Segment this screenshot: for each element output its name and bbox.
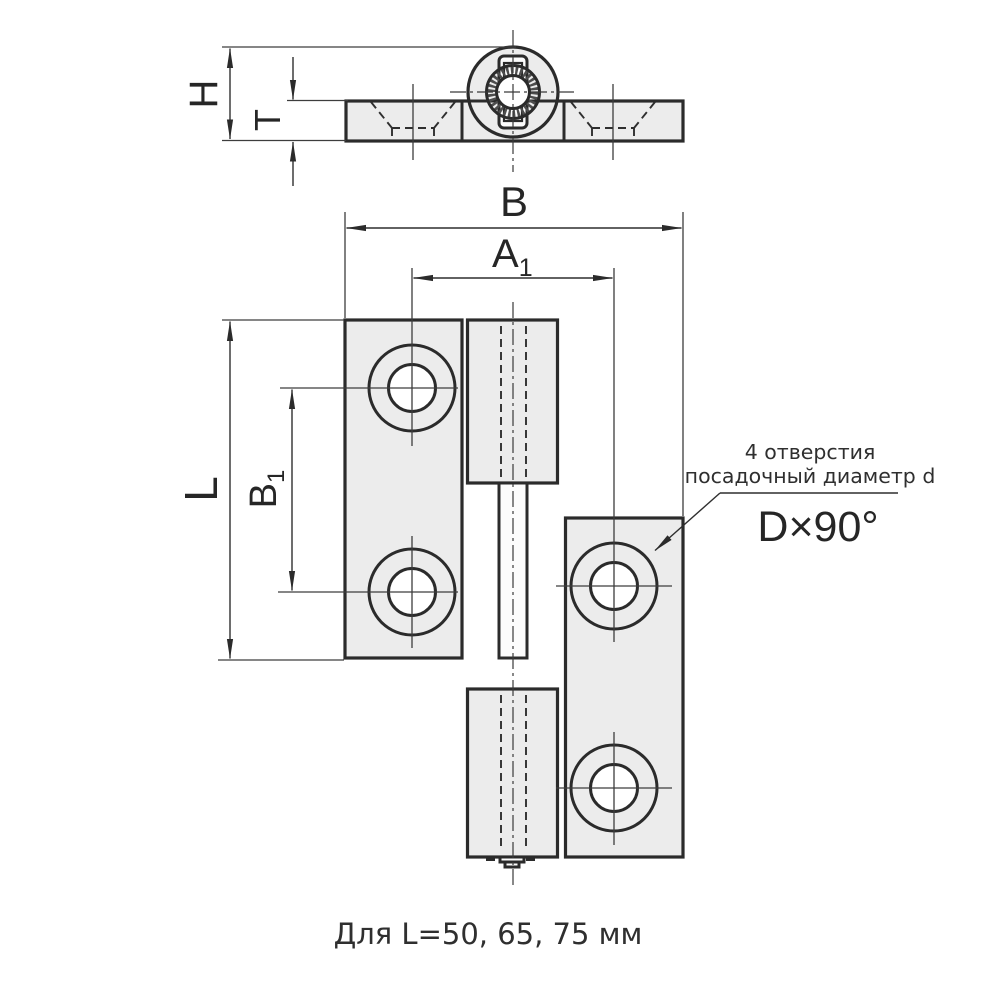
dim-B: B [344,178,684,516]
top-view [344,30,685,172]
dim-label-L: L [175,476,227,502]
leader-arrow [654,492,721,552]
dim-H: H [182,46,516,142]
countersink-formula: D×90° [757,503,878,551]
callout-line1: 4 отверстия [745,440,876,464]
dim-label-B: B [500,178,528,225]
caption: Для L=50, 65, 75 мм [334,917,643,951]
upper-knuckle [465,318,560,485]
dim-label-B1: B1 [243,470,290,509]
dim-B1: B1 [243,389,296,591]
dim-label-H: H [182,80,226,109]
dim-label-A1: A1 [492,232,533,282]
dim-label-T: T [247,109,288,131]
callout: 4 отверстия посадочный диаметр d D×90° [654,440,936,552]
dim-L: L [175,319,344,661]
dim-A1: A1 [413,232,613,282]
dim-T: T [247,57,348,186]
hidden-bore-lines [500,326,527,851]
front-view [278,268,685,888]
callout-line2: посадочный диаметр d [685,464,936,488]
pin-end [486,855,535,869]
hole-centerlines [278,268,672,845]
